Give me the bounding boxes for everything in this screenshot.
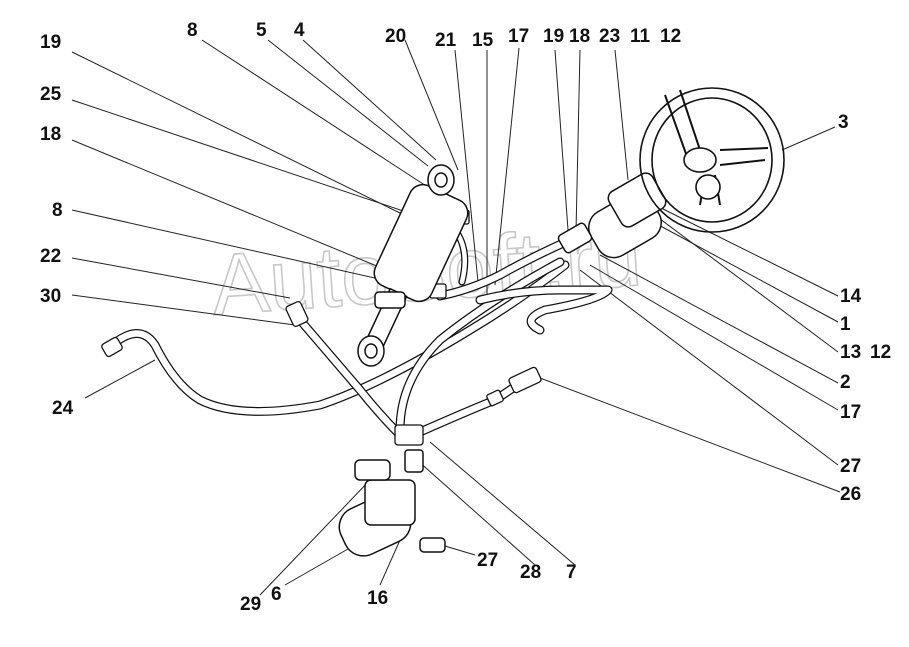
label-1: 1 <box>840 314 851 335</box>
label-12: 12 <box>660 26 681 47</box>
leader-lines <box>71 39 841 596</box>
label-14: 14 <box>840 286 862 307</box>
label-25: 25 <box>40 84 62 105</box>
steering-wheel <box>639 87 785 233</box>
label-4: 4 <box>294 20 305 41</box>
label-7: 7 <box>566 562 577 583</box>
label-5: 5 <box>256 20 267 41</box>
fittings <box>101 209 542 446</box>
label-8: 8 <box>52 200 63 221</box>
label-12: 12 <box>870 342 891 363</box>
label-23: 23 <box>599 26 620 47</box>
label-6: 6 <box>271 584 282 605</box>
label-18: 18 <box>569 26 590 47</box>
label-21: 21 <box>435 30 457 51</box>
label-17: 17 <box>508 26 529 47</box>
label-11: 11 <box>630 26 651 47</box>
label-27: 27 <box>477 550 498 571</box>
label-20: 20 <box>385 26 406 47</box>
label-15: 15 <box>472 30 494 51</box>
steering-cylinder <box>357 164 469 367</box>
label-3: 3 <box>838 112 849 133</box>
label-2: 2 <box>840 372 851 393</box>
label-29: 29 <box>240 594 261 615</box>
label-16: 16 <box>367 588 388 609</box>
label-22: 22 <box>40 246 61 267</box>
label-27: 27 <box>840 456 861 477</box>
steering-column <box>557 172 667 259</box>
label-26: 26 <box>840 484 861 505</box>
label-28: 28 <box>520 562 541 583</box>
label-19: 19 <box>40 32 61 53</box>
label-17: 17 <box>840 402 861 423</box>
label-18: 18 <box>40 124 61 145</box>
label-30: 30 <box>40 286 61 307</box>
label-13: 13 <box>840 342 861 363</box>
pump-unit <box>338 449 446 557</box>
label-19: 19 <box>543 26 564 47</box>
label-8: 8 <box>187 20 198 41</box>
label-24: 24 <box>52 398 74 419</box>
callout-labels: 19 8 5 4 20 21 15 17 19 18 23 11 12 25 3… <box>40 20 891 615</box>
